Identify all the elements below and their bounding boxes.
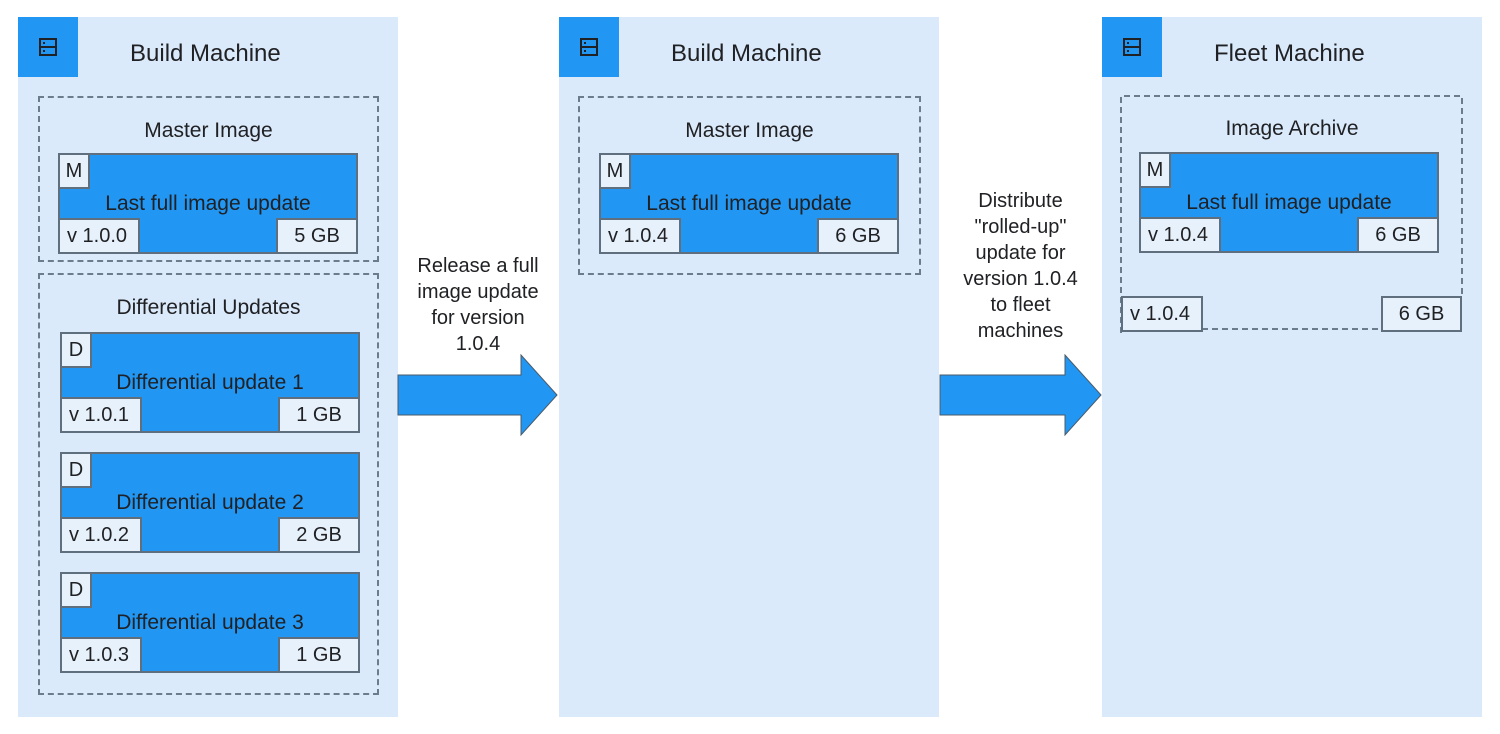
arrow-label-line: for version — [431, 307, 525, 329]
image-badge: D — [62, 574, 92, 608]
image-badge: D — [62, 454, 92, 488]
panel-title: Build Machine — [671, 40, 822, 67]
image-badge: M — [60, 155, 90, 189]
version-label: v 1.0.4 — [1121, 296, 1203, 332]
group-title: Differential Updates — [116, 296, 301, 319]
arrow-label-line: Distribute — [978, 190, 1063, 212]
version-label: v 1.0.1 — [62, 397, 142, 431]
image-badge: M — [601, 155, 631, 189]
server-icon — [1102, 17, 1162, 77]
right-arrow-icon — [939, 354, 1102, 437]
arrow-label-line: machines — [977, 320, 1064, 342]
arrow-label-line: 1.0.4 — [455, 333, 501, 355]
image-title: Differential update 3 — [116, 611, 304, 634]
arrow-label: Release a full image update for version … — [398, 253, 558, 357]
version-label: v 1.0.4 — [601, 218, 681, 252]
right-arrow-icon — [397, 354, 558, 437]
size-label: 1 GB — [278, 637, 358, 671]
image-badge: M — [1141, 154, 1171, 188]
image-card: M Last full image update v 1.0.4 6 GB — [599, 153, 899, 254]
size-label: 6 GB — [1381, 296, 1462, 332]
size-label: 6 GB — [817, 218, 897, 252]
image-archive-outline — [1120, 95, 1463, 333]
version-label: v 1.0.0 — [60, 218, 140, 252]
panel-title: Build Machine — [130, 40, 281, 67]
differential-card: D Differential update 1 v 1.0.1 1 GB — [60, 332, 360, 433]
differential-card: D Differential update 3 v 1.0.3 1 GB — [60, 572, 360, 673]
arrow-label-line: Release a full — [417, 255, 539, 277]
arrow-label-line: "rolled-up" — [974, 216, 1067, 238]
build-machine-panel-2: Build Machine Master Image M Last full i… — [559, 17, 939, 717]
group-title: Image Archive — [1225, 117, 1359, 140]
image-title: Last full image update — [646, 192, 852, 215]
size-label: 5 GB — [276, 218, 356, 252]
version-label: v 1.0.4 — [1141, 217, 1221, 251]
image-title: Last full image update — [105, 192, 311, 215]
server-icon — [18, 17, 78, 77]
size-label: 6 GB — [1357, 217, 1437, 251]
image-title: Differential update 1 — [116, 371, 304, 394]
image-card: M Last full image update v 1.0.0 5 GB — [58, 153, 358, 254]
image-badge: D — [62, 334, 92, 368]
differential-updates-group: Differential Updates D Differential upda… — [38, 273, 379, 695]
panel-title: Fleet Machine — [1214, 40, 1365, 67]
arrow-label: Distribute "rolled-up" update for versio… — [939, 188, 1102, 344]
master-image-group: Master Image M Last full image update v … — [578, 96, 921, 275]
image-title: Last full image update — [1186, 191, 1392, 214]
group-title: Master Image — [144, 119, 273, 142]
master-image-group: Master Image M Last full image update v … — [38, 96, 379, 262]
size-label: 1 GB — [278, 397, 358, 431]
arrow-label-line: to fleet — [990, 294, 1051, 316]
arrow-label-line: image update — [417, 281, 539, 303]
size-label: 2 GB — [278, 517, 358, 551]
arrow-label-line: version 1.0.4 — [963, 268, 1078, 290]
image-title: Differential update 2 — [116, 491, 304, 514]
differential-card: D Differential update 2 v 1.0.2 2 GB — [60, 452, 360, 553]
fleet-machine-panel: Fleet Machine Image Archive M Last full … — [1102, 17, 1482, 717]
build-machine-panel-1: Build Machine Master Image M Last full i… — [18, 17, 398, 717]
image-card: M Last full image update v 1.0.4 6 GB — [1139, 152, 1439, 253]
version-label: v 1.0.2 — [62, 517, 142, 551]
arrow-label-line: update for — [975, 242, 1066, 264]
server-icon — [559, 17, 619, 77]
version-label: v 1.0.3 — [62, 637, 142, 671]
group-title: Master Image — [685, 119, 814, 142]
